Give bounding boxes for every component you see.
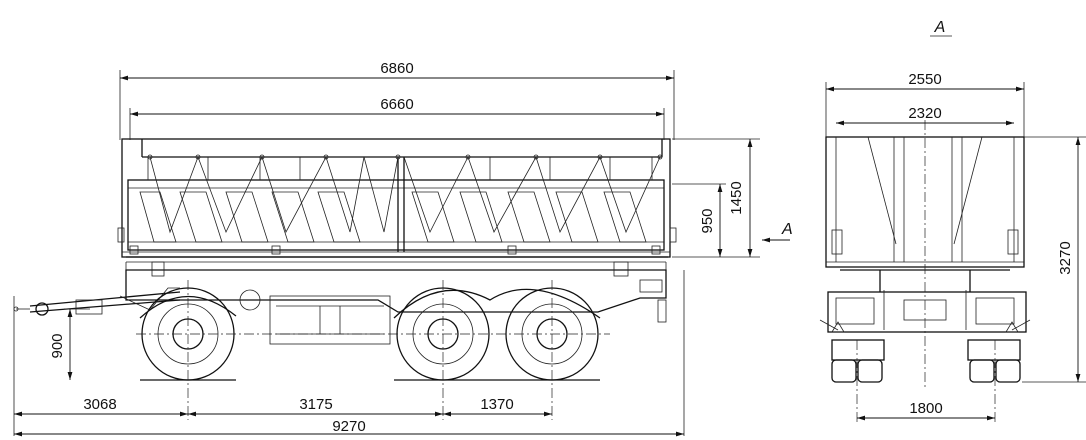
dim-label-axle-spacing: 1370 bbox=[480, 396, 513, 413]
rear-fender bbox=[393, 288, 601, 319]
dim-label-overall-length: 6860 bbox=[380, 60, 413, 77]
dim-label-overall-height: 3270 bbox=[1057, 241, 1074, 274]
view-title: A bbox=[934, 19, 946, 36]
dim-label-side-height: 950 bbox=[699, 208, 716, 233]
rear-tyre-right-inner bbox=[969, 359, 995, 383]
rear-tyre-left-outer bbox=[831, 359, 857, 383]
rear-tyre-right-outer bbox=[995, 359, 1021, 383]
dim-label-body-height: 1450 bbox=[728, 181, 745, 214]
dim-label-overall-width: 2550 bbox=[908, 71, 941, 88]
view-arrow-label: A bbox=[781, 221, 793, 238]
side-view: 6860 6660 950 1450 A 900 3068 3175 1370 … bbox=[13, 60, 793, 437]
dim-label-wheelbase: 3175 bbox=[299, 396, 332, 413]
dim-label-inner-width: 2320 bbox=[908, 105, 941, 122]
dim-label-track: 1800 bbox=[909, 400, 942, 417]
dim-label-total-length: 9270 bbox=[332, 418, 365, 435]
dim-label-front-to-axle: 3068 bbox=[83, 396, 116, 413]
chassis-frame bbox=[125, 261, 667, 345]
dump-body bbox=[117, 138, 677, 258]
front-fender bbox=[139, 295, 237, 319]
dim-label-inner-length: 6660 bbox=[380, 96, 413, 113]
rear-view: A bbox=[819, 19, 1086, 425]
dim-label-coupling-height: 900 bbox=[49, 333, 66, 358]
rear-tyre-left-inner bbox=[857, 359, 883, 383]
